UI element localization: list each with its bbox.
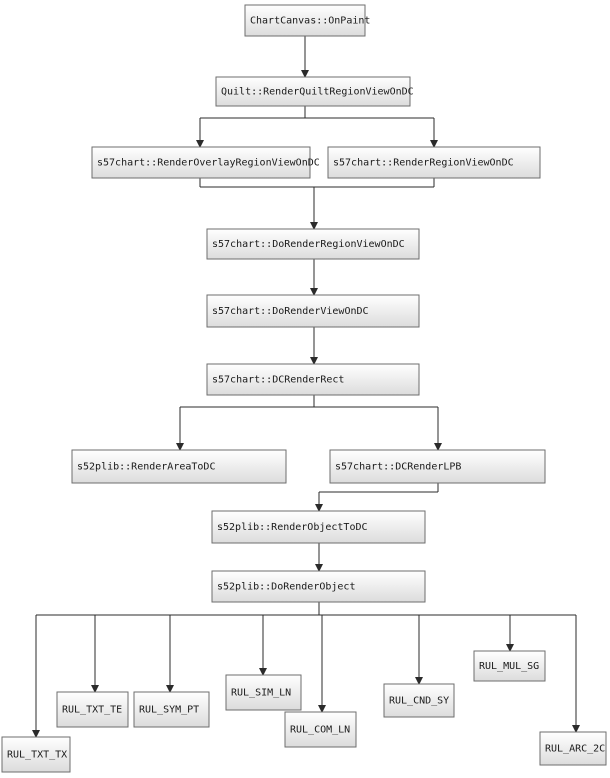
node-label: Quilt::RenderQuiltRegionViewOnDC [221,87,414,98]
arrowhead [315,564,323,572]
node-label: RUL_SIM_LN [231,688,291,699]
arrowhead [572,725,580,733]
node-chartcanvas-onpaint: ChartCanvas::OnPaint [244,4,370,37]
arrowhead [91,685,99,693]
node-label: s57chart::DoRenderViewOnDC [212,306,369,317]
node-rul-sym-pt: RUL_SYM_PT [133,691,210,728]
node-do-render-view: s57chart::DoRenderViewOnDC [206,294,420,328]
arrowhead [506,644,514,652]
node-rul-txt-te: RUL_TXT_TE [56,691,129,728]
node-label: RUL_ARC_2C [545,744,605,755]
node-rul-arc-2c: RUL_ARC_2C [539,731,607,766]
arrowhead [315,504,323,512]
arrowhead [32,730,40,738]
node-rul-txt-tx: RUL_TXT_TX [1,736,71,773]
node-rul-sim-ln: RUL_SIM_LN [225,674,302,711]
node-render-area: s52plib::RenderAreaToDC [71,449,287,484]
arrowhead [310,288,318,296]
node-dc-render-rect: s57chart::DCRenderRect [206,363,420,396]
node-rul-com-ln: RUL_COM_LN [284,711,357,748]
arrowhead [176,443,184,451]
arrowhead [259,668,267,676]
node-do-render-region: s57chart::DoRenderRegionViewOnDC [206,228,420,260]
arrowhead [196,140,204,148]
arrowhead [318,705,326,713]
arrowhead [166,685,174,693]
edges [32,36,580,738]
node-label: s57chart::DCRenderLPB [335,462,461,473]
node-label: RUL_TXT_TX [7,750,67,761]
arrowhead [415,677,423,685]
node-rul-cnd-sy: RUL_CND_SY [383,683,455,718]
node-label: s52plib::RenderAreaToDC [77,462,215,473]
node-render-overlay: s57chart::RenderOverlayRegionViewOnDC [91,146,320,179]
node-label: s57chart::RenderRegionViewOnDC [333,158,514,169]
node-label: RUL_CND_SY [389,696,449,707]
arrowhead [430,140,438,148]
nodes: ChartCanvas::OnPaint Quilt::RenderQuiltR… [1,4,607,773]
node-label: RUL_MUL_SG [479,661,539,672]
arrowhead [310,222,318,230]
arrowhead [434,443,442,451]
arrowhead [301,70,309,78]
node-label: s52plib::DoRenderObject [217,582,355,593]
node-dc-render-lpb: s57chart::DCRenderLPB [329,449,546,484]
arrowhead [310,357,318,365]
node-do-render-object: s52plib::DoRenderObject [211,570,426,603]
node-render-object-to-dc: s52plib::RenderObjectToDC [211,510,426,544]
node-label: s52plib::RenderObjectToDC [217,522,368,533]
node-label: ChartCanvas::OnPaint [250,16,370,27]
node-render-region: s57chart::RenderRegionViewOnDC [327,146,541,179]
node-label: RUL_SYM_PT [139,705,199,716]
node-label: s57chart::DCRenderRect [212,375,344,386]
node-label: s57chart::DoRenderRegionViewOnDC [212,239,405,250]
node-label: s57chart::RenderOverlayRegionViewOnDC [97,158,320,169]
node-label: RUL_TXT_TE [62,705,122,716]
node-label: RUL_COM_LN [290,725,350,736]
node-rul-mul-sg: RUL_MUL_SG [473,650,546,682]
node-quilt-render: Quilt::RenderQuiltRegionViewOnDC [215,76,414,107]
